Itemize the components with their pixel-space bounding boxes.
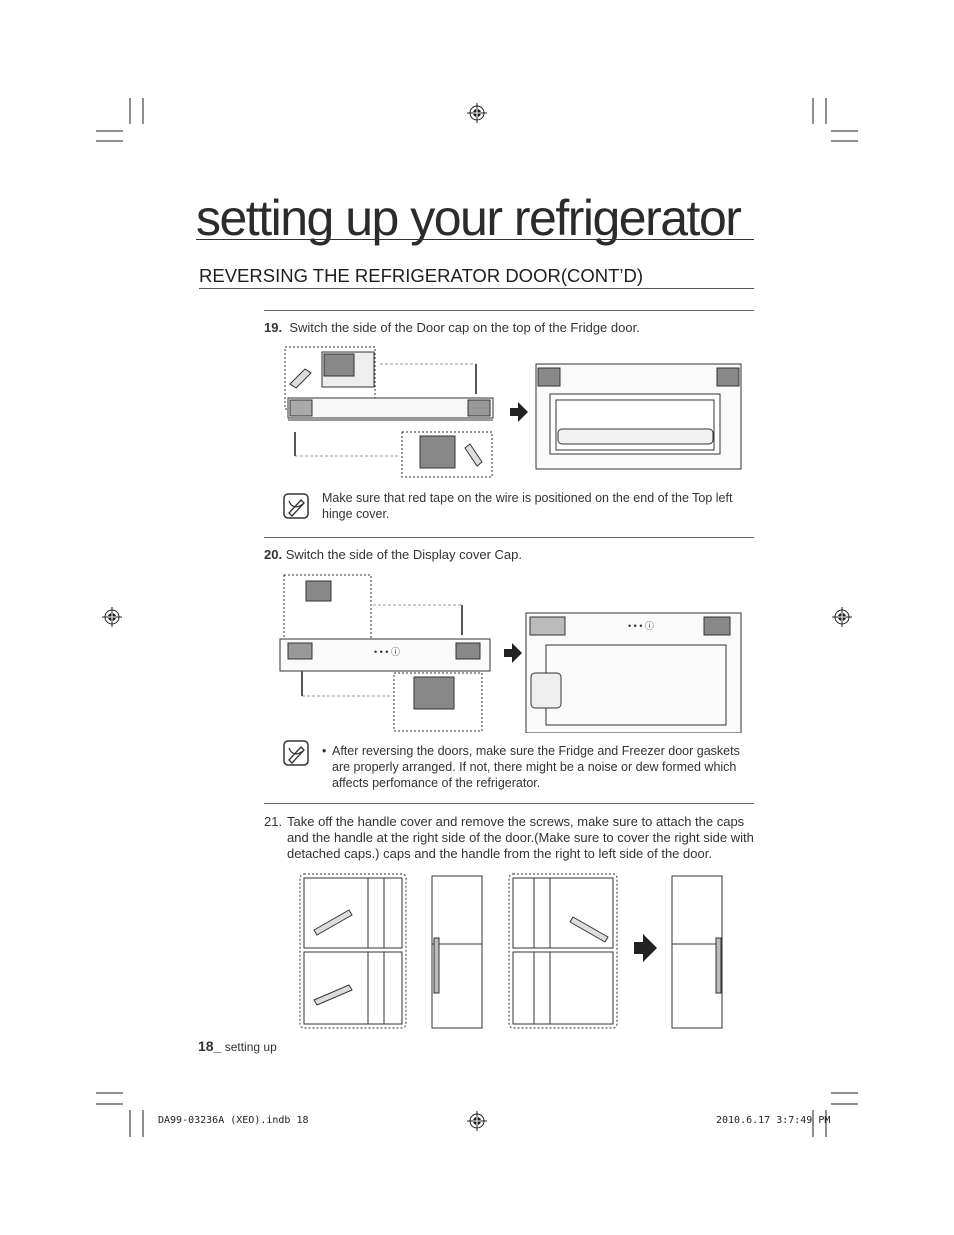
figure-door-cap-switch [284, 346, 742, 478]
arrow-right-icon [504, 643, 522, 663]
slug-file: DA99-03236A (XEO).indb 18 [158, 1115, 309, 1126]
step-text: Take off the handle cover and remove the… [287, 814, 754, 861]
step-number: 20. [264, 547, 283, 562]
section-title: REVERSING THE REFRIGERATOR DOOR(CONT’D) [199, 265, 644, 286]
note-text: After reversing the doors, make sure the… [332, 744, 740, 790]
registration-mark-icon [467, 1111, 487, 1131]
divider [264, 803, 754, 804]
step-text: Switch the side of the Display cover Cap… [285, 547, 522, 562]
step-19: 19. Switch the side of the Door cap on t… [264, 320, 754, 336]
footer-page: 18_ setting up [198, 1038, 277, 1054]
page-title: setting up your refrigerator [196, 190, 742, 246]
bullet: • [322, 744, 327, 758]
figure-handle-switch [299, 873, 723, 1029]
arrow-right-icon [510, 402, 528, 422]
note-pencil-icon [283, 493, 309, 519]
step-number: 19. [264, 320, 283, 335]
divider [264, 310, 754, 311]
note-pencil-icon [283, 740, 309, 766]
arrow-right-icon [634, 934, 657, 962]
footer-section: setting up [224, 1040, 277, 1054]
step-20: 20. Switch the side of the Display cover… [264, 547, 754, 563]
note-text: Make sure that red tape on the wire is p… [322, 491, 733, 521]
step-number: 21. [264, 814, 283, 829]
step-text: Switch the side of the Door cap on the t… [289, 320, 640, 335]
title-rule [196, 239, 754, 240]
svg-text:• • • ⓘ: • • • ⓘ [628, 621, 654, 631]
registration-mark-icon [832, 607, 852, 627]
slug-date: 2010.6.17 3:7:49 PM [716, 1115, 831, 1126]
divider [264, 537, 754, 538]
svg-text:• • • ⓘ: • • • ⓘ [374, 647, 400, 657]
section-rule [199, 288, 754, 289]
page-number: 18_ [198, 1038, 222, 1054]
figure-display-cover-cap-switch: • • • ⓘ • • • ⓘ [279, 574, 742, 733]
registration-mark-icon [102, 607, 122, 627]
registration-mark-icon [467, 103, 487, 123]
